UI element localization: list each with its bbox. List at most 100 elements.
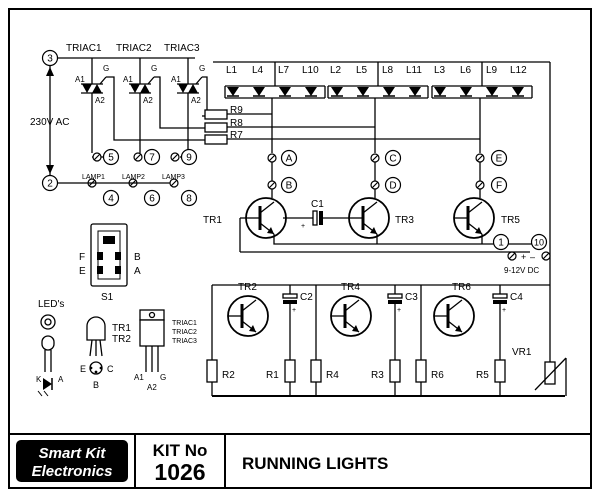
capacitor-c2: C2 + — [282, 285, 313, 360]
svg-text:8: 8 — [186, 194, 192, 205]
svg-text:L11: L11 — [406, 65, 422, 76]
svg-text:L4: L4 — [252, 65, 264, 76]
svg-text:A: A — [286, 154, 293, 165]
svg-text:F: F — [496, 181, 502, 192]
transistor-tr4: TR4 — [329, 282, 373, 338]
switch-label: S1 — [101, 292, 114, 303]
svg-text:TR1: TR1 — [112, 323, 131, 334]
test-points-ef: E F — [475, 149, 508, 194]
lamp-2: 7 LAMP2 6 — [122, 148, 161, 207]
svg-text:5: 5 — [108, 153, 114, 164]
switch-s1: F E B A S1 — [79, 223, 141, 303]
transistor-tr2: TR2 — [226, 282, 270, 338]
svg-text:TR5: TR5 — [501, 215, 520, 226]
svg-text:A2: A2 — [143, 96, 153, 105]
svg-text:L7: L7 — [278, 65, 290, 76]
dc-supply: 1 10 + – 9-12V DC — [240, 233, 551, 275]
svg-text:LED's: LED's — [38, 299, 64, 310]
transistor-tr3: TR3 — [347, 196, 414, 240]
svg-text:C: C — [107, 364, 114, 374]
svg-text:+: + — [397, 307, 401, 314]
svg-text:TR2: TR2 — [238, 282, 257, 293]
svg-text:–: – — [530, 252, 535, 262]
svg-text:E: E — [80, 364, 86, 374]
svg-text:A2: A2 — [147, 383, 157, 392]
capacitor-c4: C4 + — [492, 285, 523, 360]
ac-node-top: 3 — [47, 54, 53, 65]
svg-text:C3: C3 — [405, 292, 418, 303]
svg-text:A1: A1 — [171, 75, 181, 84]
svg-text:R3: R3 — [371, 370, 384, 381]
triac-1-label: TRIAC1 — [66, 43, 102, 54]
svg-text:L5: L5 — [356, 65, 368, 76]
svg-text:+: + — [521, 252, 526, 262]
svg-text:G: G — [199, 64, 205, 73]
svg-text:D: D — [389, 181, 396, 192]
svg-text:B: B — [93, 380, 99, 390]
svg-text:TR3: TR3 — [395, 215, 414, 226]
svg-text:A: A — [58, 375, 64, 384]
ac-voltage-label: 230V AC — [30, 117, 69, 128]
svg-text:R8: R8 — [230, 118, 243, 129]
svg-text:R4: R4 — [326, 370, 339, 381]
bottom-resistors: R2 R1 R4 R3 R6 R5 — [206, 285, 506, 396]
svg-text:F: F — [79, 252, 85, 263]
lamp-3: 9 LAMP3 8 — [162, 148, 198, 207]
svg-text:A2: A2 — [95, 96, 105, 105]
triac-1: TRIAC1 A1 A2 G — [66, 43, 109, 105]
capacitor-c1: C1 + — [283, 199, 349, 230]
triac-3-label: TRIAC3 — [164, 43, 200, 54]
svg-text:R6: R6 — [431, 370, 444, 381]
transistor-tr5: TR5 — [452, 196, 520, 240]
svg-text:7: 7 — [149, 153, 155, 164]
capacitor-c3: C3 + — [387, 285, 418, 360]
svg-text:R5: R5 — [476, 370, 489, 381]
svg-text:4: 4 — [108, 194, 114, 205]
outer-frame — [8, 8, 592, 489]
svg-text:L3: L3 — [434, 65, 446, 76]
svg-text:TR6: TR6 — [452, 282, 471, 293]
svg-text:R2: R2 — [222, 370, 235, 381]
svg-text:L9: L9 — [486, 65, 498, 76]
svg-text:A2: A2 — [191, 96, 201, 105]
kit-label: KIT No — [153, 441, 208, 460]
ac-node-bottom: 2 — [47, 179, 53, 190]
transistor-tr1: TR1 — [203, 196, 288, 240]
test-points-cd: C D — [370, 149, 402, 194]
ac-supply: 3 2 230V AC — [30, 49, 69, 192]
svg-text:10: 10 — [534, 238, 544, 248]
brand-logo: Smart Kit Electronics — [16, 440, 128, 482]
svg-text:C4: C4 — [510, 292, 523, 303]
svg-text:L2: L2 — [330, 65, 342, 76]
test-points-ab: A B — [267, 149, 298, 194]
svg-text:G: G — [103, 64, 109, 73]
svg-text:VR1: VR1 — [512, 347, 532, 358]
svg-text:G: G — [160, 373, 166, 382]
kit-number: 1026 — [154, 459, 205, 485]
svg-text:K: K — [36, 375, 42, 384]
dc-voltage-label: 9-12V DC — [504, 266, 539, 275]
svg-text:TRIAC1: TRIAC1 — [172, 320, 197, 327]
svg-text:E: E — [79, 266, 86, 277]
svg-text:L6: L6 — [460, 65, 472, 76]
lamp-3-label: LAMP3 — [162, 174, 185, 181]
svg-text:L8: L8 — [382, 65, 394, 76]
svg-text:1: 1 — [498, 238, 504, 249]
svg-text:B: B — [134, 252, 141, 263]
svg-text:C2: C2 — [300, 292, 313, 303]
triac-3: TRIAC3 A1 A2 G — [164, 43, 205, 105]
triac-2-label: TRIAC2 — [116, 43, 152, 54]
trimmer-vr1: VR1 — [512, 347, 567, 396]
lamp-2-label: LAMP2 — [122, 174, 145, 181]
svg-text:R7: R7 — [230, 130, 243, 141]
svg-text:TRIAC3: TRIAC3 — [172, 338, 197, 345]
svg-text:TR1: TR1 — [203, 215, 222, 226]
svg-text:9: 9 — [186, 153, 192, 164]
svg-text:C: C — [389, 154, 396, 165]
svg-text:+: + — [301, 223, 305, 230]
svg-text:L12: L12 — [510, 65, 527, 76]
svg-text:TR4: TR4 — [341, 282, 360, 293]
svg-text:A: A — [134, 266, 141, 277]
